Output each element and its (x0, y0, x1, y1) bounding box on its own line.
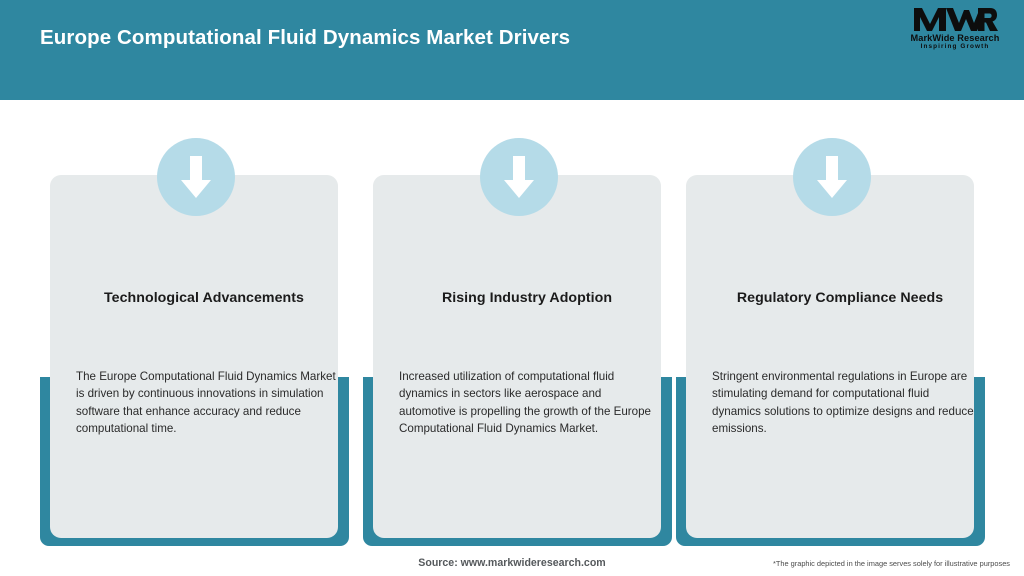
driver-card-3[interactable]: Regulatory Compliance Needs Stringent en… (676, 138, 988, 548)
logo-tagline: Inspiring Growth (920, 43, 990, 50)
arrow-down-icon (480, 138, 558, 216)
card-body-text: Stringent environmental regulations in E… (712, 370, 974, 436)
driver-card-1[interactable]: Technological Advancements The Europe Co… (40, 138, 352, 548)
card-surface: Regulatory Compliance Needs Stringent en… (686, 175, 974, 538)
driver-card-2[interactable]: Rising Industry Adoption Increased utili… (363, 138, 675, 548)
page-title: Europe Computational Fluid Dynamics Mark… (40, 26, 571, 49)
card-body-text: The Europe Computational Fluid Dynamics … (76, 370, 336, 436)
header-bar: Europe Computational Fluid Dynamics Mark… (0, 0, 1024, 100)
arrow-down-icon (157, 138, 235, 216)
card-title: Technological Advancements (104, 290, 304, 306)
mwr-monogram-icon (900, 6, 1010, 32)
arrow-down-icon (793, 138, 871, 216)
logo-name: MarkWide Research (910, 33, 1000, 43)
card-surface: Technological Advancements The Europe Co… (50, 175, 338, 538)
disclaimer-note: *The graphic depicted in the image serve… (772, 559, 1010, 568)
brand-logo: MarkWide Research Inspiring Growth (900, 6, 1010, 58)
card-title: Regulatory Compliance Needs (736, 290, 944, 306)
card-title: Rising Industry Adoption (441, 290, 613, 306)
card-body-text: Increased utilization of computational f… (399, 370, 651, 436)
source-label: Source: www.markwideresearch.com (418, 557, 606, 569)
card-surface: Rising Industry Adoption Increased utili… (373, 175, 661, 538)
